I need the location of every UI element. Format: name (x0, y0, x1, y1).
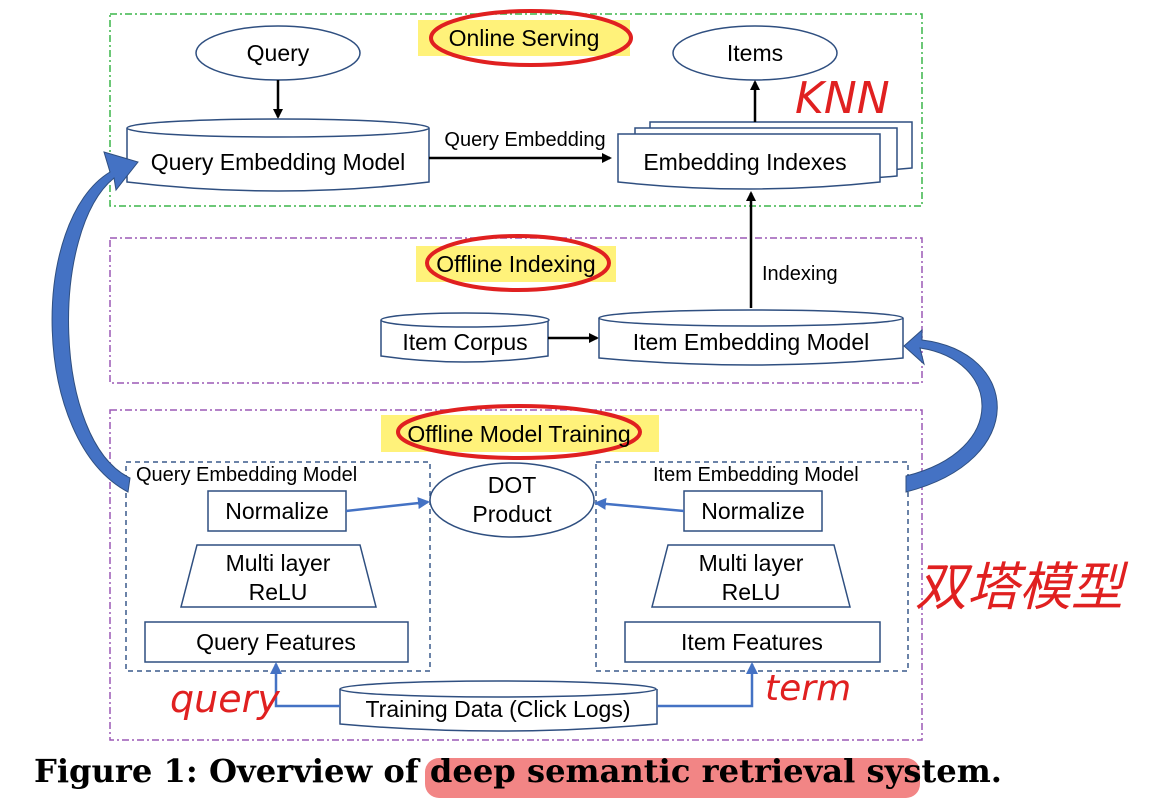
offline-indexing-title: Offline Indexing (436, 251, 595, 277)
online-serving-title: Online Serving (449, 25, 600, 51)
online-serving-highlight (418, 20, 630, 56)
left-curved-deploy-arrow (51, 151, 139, 493)
item-embedding-model-label: Item Embedding Model (633, 329, 870, 355)
knn-annotation: KNN (795, 73, 890, 124)
item-normalize-to-dot-arrow (594, 497, 685, 513)
training-data-label: Training Data (Click Logs) (365, 696, 630, 722)
dot-product-node (429, 462, 595, 538)
offline-training-red-circle (396, 404, 642, 460)
chinese-annotation: 双塔模型 (915, 558, 1129, 618)
query-normalize-to-dot-arrow (345, 497, 430, 513)
caption-prefix: Figure 1: Overview of (34, 752, 430, 790)
item-corpus-node (380, 312, 550, 363)
item-normalize-label: Normalize (701, 498, 805, 524)
caption-highlighted: deep semantic retrieval system. (430, 752, 1002, 790)
item-features-label: Item Features (681, 629, 823, 655)
item-mlp-line2: ReLU (722, 579, 781, 605)
query-features-box (144, 621, 409, 663)
embedding-indexes-label: Embedding Indexes (643, 149, 846, 175)
query-features-label: Query Features (196, 629, 356, 655)
data-to-item-features-arrow (657, 662, 758, 708)
item-mlp-line1: Multi layer (699, 550, 804, 576)
item-embedding-model-node (598, 309, 904, 366)
query-embedding-edge-label: Query Embedding (444, 129, 605, 151)
online-serving-red-circle (429, 9, 633, 67)
item-mlp-trapezoid (651, 544, 851, 608)
offline-training-box (109, 409, 923, 741)
query-normalize-label: Normalize (225, 498, 329, 524)
item-tower-title: Item Embedding Model (653, 464, 859, 486)
figure-caption: Figure 1: Overview of deep semantic retr… (34, 752, 1002, 790)
offline-indexing-red-circle (425, 234, 611, 292)
offline-indexing-highlight (416, 246, 616, 282)
data-to-query-features-arrow (270, 662, 340, 708)
offline-training-title: Offline Model Training (407, 421, 630, 447)
dot-product-line1: DOT (488, 472, 537, 498)
offline-training-highlight (381, 415, 659, 452)
term-annotation: term (765, 668, 851, 709)
query-mlp-trapezoid (180, 544, 377, 608)
online-serving-box (109, 13, 923, 207)
query-mlp-line1: Multi layer (226, 550, 331, 576)
online-query-model-label: Query Embedding Model (151, 149, 405, 175)
item-features-box (624, 621, 881, 663)
query-tower-title: Query Embedding Model (136, 464, 357, 486)
indexing-edge-label: Indexing (762, 263, 838, 285)
caption-marker (425, 758, 920, 798)
online-query-embedding-model (126, 118, 430, 192)
item-normalize-box (683, 490, 823, 532)
query-annotation: query (170, 677, 280, 721)
query-tower-box (125, 461, 431, 672)
items-label: Items (727, 40, 783, 66)
dot-product-line2: Product (472, 501, 552, 527)
embedding-indexes-node (617, 121, 913, 190)
query-label: Query (247, 40, 310, 66)
training-data-node (339, 680, 658, 732)
right-curved-deploy-arrow (903, 328, 998, 493)
item-corpus-label: Item Corpus (402, 329, 527, 355)
query-mlp-line2: ReLU (249, 579, 308, 605)
